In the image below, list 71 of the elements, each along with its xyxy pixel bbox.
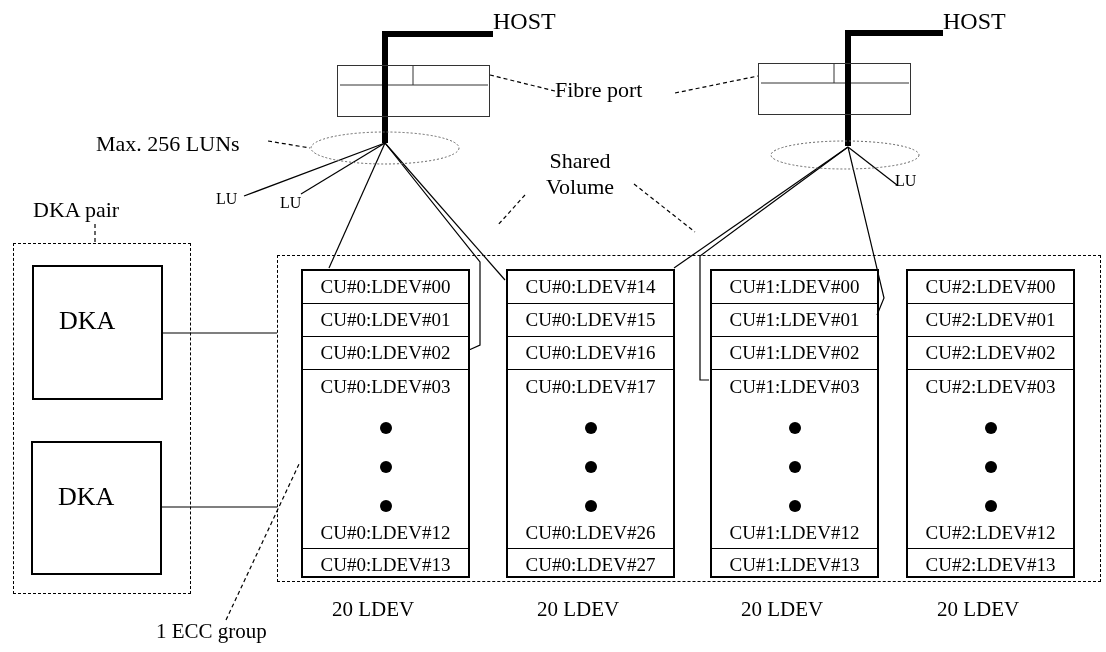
adapter-box	[32, 265, 163, 400]
ldev-cell: CU#0:LDEV#12	[303, 518, 468, 549]
connector-line	[161, 332, 278, 334]
adapter-pair-frame	[13, 243, 191, 594]
adapter-box	[31, 441, 162, 575]
connector-line	[160, 506, 278, 508]
host-cable	[382, 117, 388, 143]
leader-line	[267, 140, 311, 149]
ldev-column	[506, 269, 675, 578]
column-caption: 20 LDEV	[741, 597, 824, 622]
host-cable	[845, 115, 851, 146]
ldev-column	[710, 269, 879, 578]
column-caption: 20 LDEV	[537, 597, 620, 622]
ldev-cell: CU#0:LDEV#15	[508, 304, 673, 337]
lun-ellipse	[310, 131, 460, 165]
ldev-cell: CU#2:LDEV#13	[908, 549, 1073, 580]
lu-label: LU	[216, 190, 244, 212]
volume-frame	[277, 255, 1101, 582]
lu-label: LU	[280, 194, 308, 216]
ldev-cell: CU#1:LDEV#02	[712, 337, 877, 370]
ldev-cell: CU#1:LDEV#01	[712, 304, 877, 337]
leader-line	[225, 461, 301, 621]
ldev-cell: CU#2:LDEV#00	[908, 271, 1073, 304]
callout-label: DKA pair	[33, 198, 123, 224]
host-cable	[845, 30, 943, 63]
ldev-cell: CU#1:LDEV#00	[712, 271, 877, 304]
callout-label: Fibre port	[555, 78, 675, 106]
column-caption: 20 LDEV	[937, 597, 1020, 622]
lun-ellipse	[770, 140, 920, 170]
connector-line	[300, 142, 386, 195]
leader-line	[94, 223, 96, 244]
leader-line	[674, 75, 759, 94]
ldev-cell: CU#2:LDEV#02	[908, 337, 1073, 370]
ldev-cell: CU#0:LDEV#17	[508, 370, 673, 403]
callout-label: 1 ECC group	[156, 620, 308, 648]
host-label: HOST	[943, 8, 1015, 38]
ldev-cell: CU#0:LDEV#16	[508, 337, 673, 370]
ldev-cell: CU#2:LDEV#03	[908, 370, 1073, 403]
leader-line	[496, 194, 526, 227]
adapter-label: DKA	[59, 306, 116, 335]
host-label: HOST	[493, 8, 565, 38]
callout-label: Shared Volume	[525, 148, 635, 206]
leader-line	[489, 74, 556, 92]
ldev-cell: CU#1:LDEV#13	[712, 549, 877, 580]
ldev-cell: CU#2:LDEV#01	[908, 304, 1073, 337]
connector-line	[847, 146, 885, 316]
port-box	[337, 65, 490, 117]
connector-line	[384, 142, 506, 281]
ldev-cell: CU#0:LDEV#13	[303, 549, 468, 580]
ldev-cell: CU#1:LDEV#12	[712, 518, 877, 549]
lu-label: LU	[895, 172, 923, 194]
host-cable	[382, 31, 493, 65]
ldev-cell: CU#0:LDEV#00	[303, 271, 468, 304]
ldev-cell: CU#2:LDEV#12	[908, 518, 1073, 549]
ldev-cell: CU#0:LDEV#03	[303, 370, 468, 403]
port-box	[758, 63, 911, 115]
connector-line	[328, 142, 386, 269]
ldev-cell: CU#0:LDEV#02	[303, 337, 468, 370]
ldev-cell: CU#0:LDEV#01	[303, 304, 468, 337]
ldev-cell: CU#0:LDEV#14	[508, 271, 673, 304]
callout-label: Max. 256 LUNs	[96, 132, 268, 160]
adapter-label: DKA	[58, 482, 115, 511]
ldev-cell: CU#0:LDEV#26	[508, 518, 673, 549]
connector-line	[243, 142, 386, 197]
connector-line	[847, 146, 898, 186]
ldev-cell: CU#1:LDEV#03	[712, 370, 877, 403]
column-caption: 20 LDEV	[332, 597, 415, 622]
ldev-column	[301, 269, 470, 578]
ldev-cell: CU#0:LDEV#27	[508, 549, 673, 580]
ldev-column	[906, 269, 1075, 578]
connector-line	[699, 146, 849, 381]
